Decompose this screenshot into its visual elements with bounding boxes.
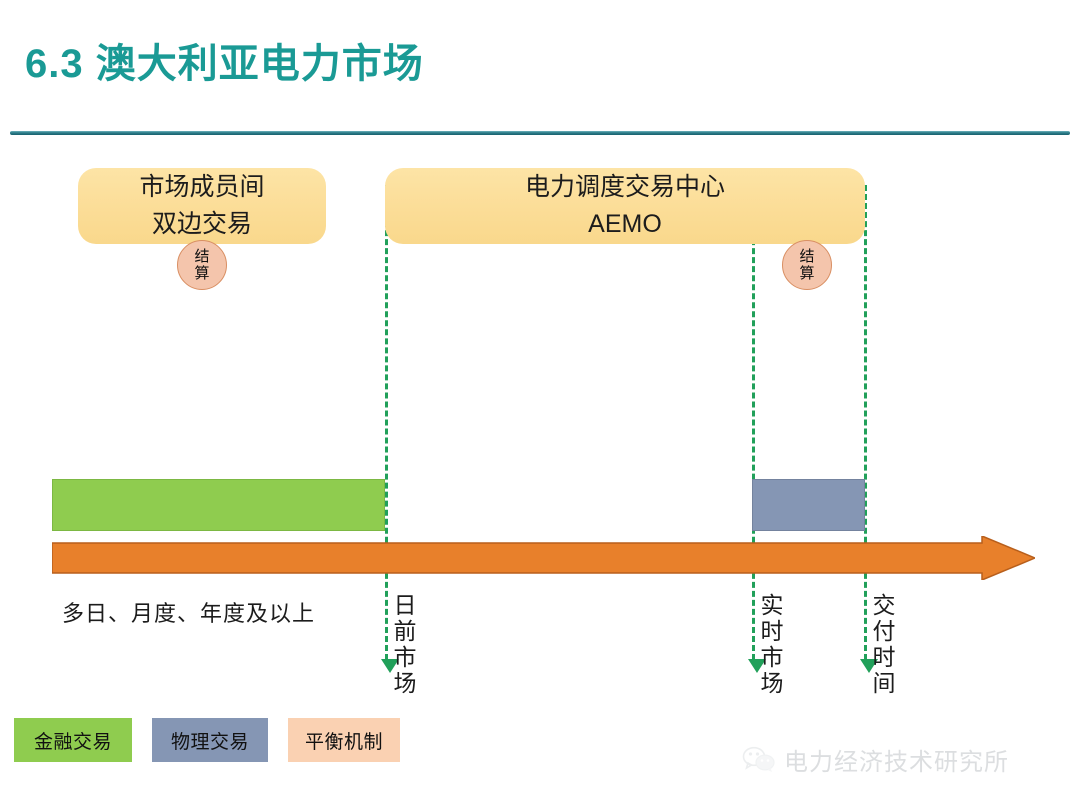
- settlement-circle-aemo-label: 结算: [799, 248, 815, 282]
- milestone-label-delivery: 交付时间: [872, 592, 896, 696]
- milestone-label-dayahead: 日前市场: [393, 592, 417, 696]
- legend-item-physical: 物理交易: [152, 718, 268, 762]
- settlement-circle-bilateral: 结算: [177, 240, 227, 290]
- actor-box-bilateral-label: 市场成员间 双边交易: [139, 173, 265, 238]
- actor-box-aemo: 电力调度交易中心 AEMO: [385, 168, 865, 244]
- milestone-line-realtime: [747, 185, 766, 673]
- legend-item-financial-label: 金融交易: [33, 731, 112, 753]
- bar-financial-trading: [52, 479, 385, 531]
- milestone-label-realtime: 实时市场: [760, 592, 784, 696]
- actor-box-aemo-label: 电力调度交易中心 AEMO: [524, 173, 725, 238]
- legend-item-financial: 金融交易: [14, 718, 132, 762]
- actor-box-bilateral: 市场成员间 双边交易: [78, 168, 326, 244]
- wechat-icon: [742, 746, 775, 772]
- title-divider: [10, 131, 1070, 135]
- legend-item-balance: 平衡机制: [288, 718, 400, 762]
- milestone-line-dayahead: [380, 185, 399, 673]
- settlement-circle-aemo: 结算: [782, 240, 832, 290]
- milestone-line-delivery: [859, 185, 878, 673]
- legend-item-balance-label: 平衡机制: [304, 731, 383, 753]
- timeline-period-label: 多日、月度、年度及以上: [62, 601, 316, 626]
- settlement-circle-bilateral-label: 结算: [194, 248, 210, 282]
- page-title: 6.3 澳大利亚电力市场: [25, 42, 424, 86]
- watermark: 电力经济技术研究所: [742, 742, 1009, 777]
- legend-item-physical-label: 物理交易: [170, 731, 249, 753]
- time-axis-arrow: [52, 536, 1035, 580]
- bar-physical-trading: [752, 479, 865, 531]
- watermark-text: 电力经济技术研究所: [784, 749, 1009, 776]
